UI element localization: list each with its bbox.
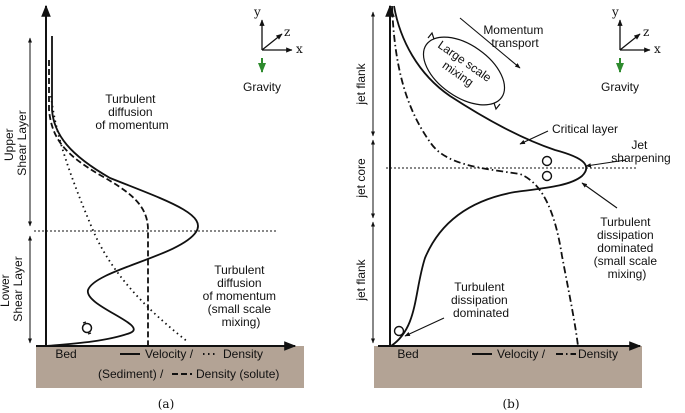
svg-text:x: x [296, 42, 303, 56]
legend-solute-label-a: Density (solute) [196, 367, 279, 381]
legend-sediment-label-a: (Sediment) / [98, 367, 164, 381]
gravity-label-b: Gravity [601, 80, 639, 94]
panel-a: Upper Shear Layer Lower Shear Layer Turb… [0, 4, 304, 411]
jet-core-label: jet core [354, 158, 368, 199]
svg-text:x: x [654, 42, 661, 56]
bed-label-a: Bed [55, 347, 76, 361]
panel-b: jet flank jet core jet flank Large scale… [354, 4, 671, 411]
velocity-profile-a [45, 36, 199, 347]
momentum-transport-label: Momentum transport [483, 23, 546, 50]
legend-velocity-label-a: Velocity / [145, 347, 194, 361]
turb-dissipation-right-arrow [581, 182, 618, 209]
coordinate-axes-icon-a: y z x [253, 5, 303, 56]
jet-sharpening-arrow [585, 159, 627, 168]
caption-a: (a) [158, 397, 175, 411]
turb-dissipation-right-label: Turbulent dissipation dominated (small s… [594, 215, 661, 281]
critical-layer-label: Critical layer [552, 122, 618, 136]
svg-text:z: z [643, 25, 649, 39]
eddy-icon [81, 321, 93, 335]
legend-density-label-a: Density [223, 347, 263, 361]
density-sediment-profile-a [50, 95, 189, 343]
jet-flank-top-label: jet flank [354, 62, 368, 105]
jet-sharpening-label: Jet sharpening [611, 138, 670, 165]
upper-shear-label: Upper Shear Layer [2, 110, 29, 175]
turb-dissipation-left-label: Turbulent dissipation dominated [451, 280, 511, 320]
gravity-label-a: Gravity [243, 80, 281, 94]
density-profile-b [391, 5, 579, 347]
eddy-icon-core [541, 155, 553, 182]
caption-b: (b) [502, 397, 519, 411]
jet-flank-bottom-label: jet flank [354, 258, 368, 301]
velocity-profile-b [390, 5, 588, 347]
lower-shear-label: Lower Shear Layer [0, 256, 25, 321]
svg-text:z: z [284, 25, 290, 39]
annotation-upper-diffusion: Turbulent diffusion of momentum [95, 92, 168, 132]
annotation-lower-diffusion: Turbulent diffusion of momentum (small s… [203, 263, 280, 329]
legend-density-label-b: Density [578, 347, 618, 361]
large-scale-mixing-label: Large scale mixing [427, 38, 497, 98]
coordinate-axes-icon-b: y z x [611, 5, 661, 56]
bed-sediment-b [374, 346, 642, 388]
bed-sediment-a [36, 346, 304, 388]
large-scale-mixing-ellipse [422, 31, 506, 111]
turb-dissipation-left-arrow [404, 317, 445, 337]
critical-layer-arrow [519, 130, 549, 145]
density-solute-profile-a [48, 60, 149, 346]
momentum-transport-arrow [459, 17, 521, 69]
bed-label-b: Bed [397, 347, 418, 361]
eddy-icon-bed-b [393, 325, 405, 337]
svg-text:y: y [253, 5, 261, 19]
legend-velocity-label-b: Velocity / [497, 347, 546, 361]
svg-text:y: y [611, 5, 619, 19]
